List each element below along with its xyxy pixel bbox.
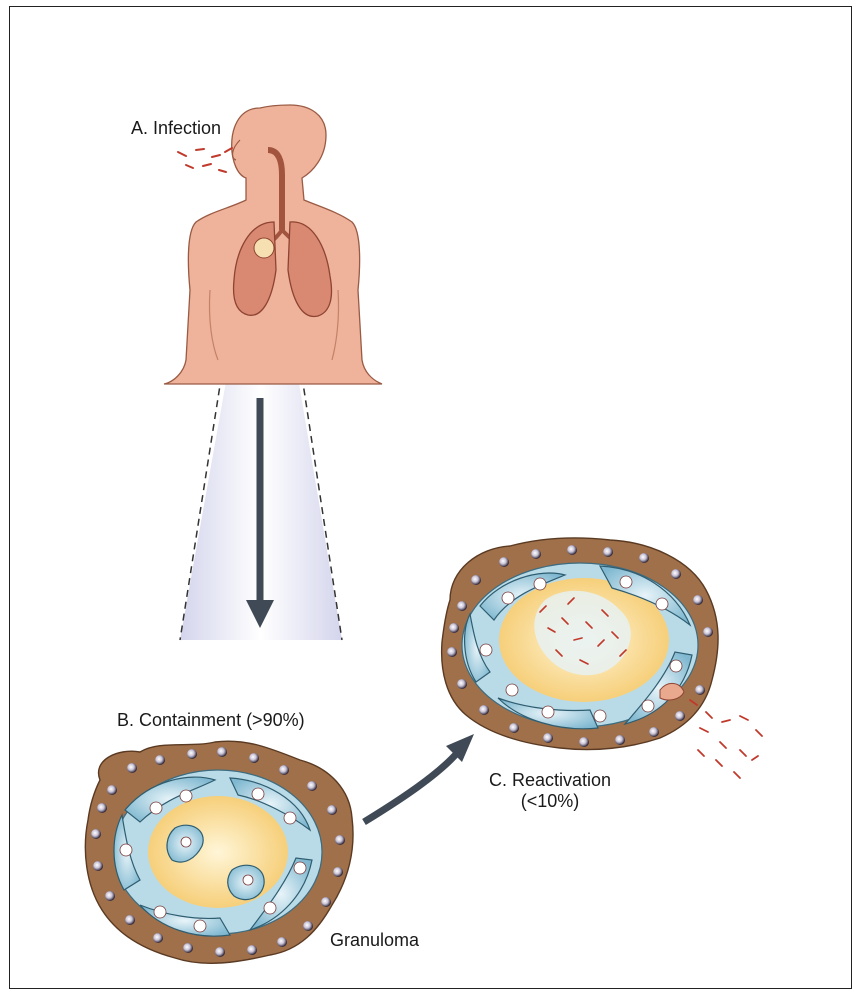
progression-arrow-curved (364, 734, 474, 822)
label-reactivation-percent: (<10%) (460, 791, 640, 812)
label-reactivation-title: C. Reactivation (460, 770, 640, 791)
label-reactivation: C. Reactivation (<10%) (460, 770, 640, 812)
label-containment: B. Containment (>90%) (117, 710, 305, 731)
label-granuloma: Granuloma (330, 930, 419, 951)
bacteria-icon (690, 700, 762, 778)
granuloma-icon (442, 538, 718, 750)
label-infection: A. Infection (131, 118, 221, 139)
granuloma-icon (85, 741, 353, 963)
bacteria-icon (178, 148, 232, 172)
